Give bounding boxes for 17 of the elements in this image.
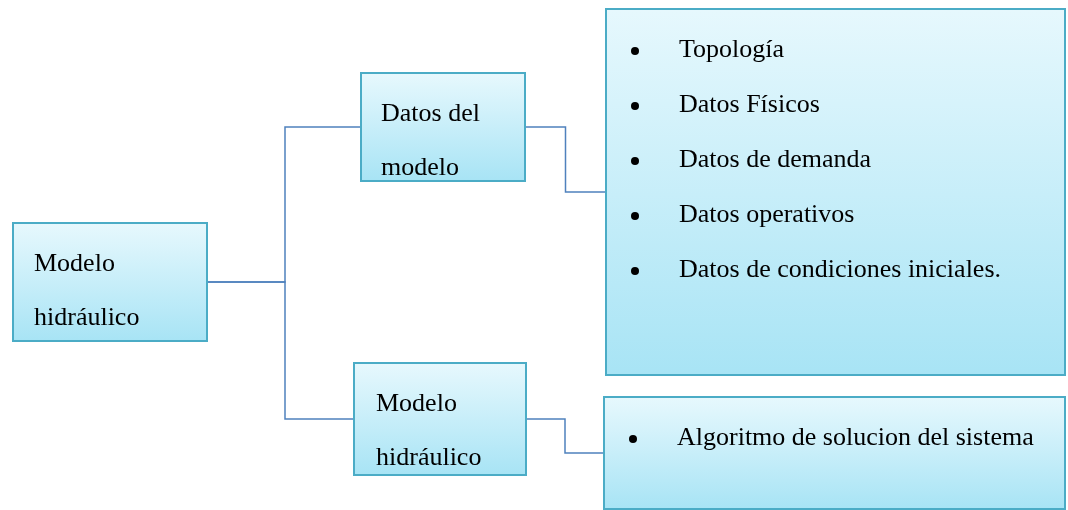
process-box: [12, 222, 208, 342]
list-box: [605, 8, 1066, 376]
list-item: Algoritmo de solucion del sistema: [677, 421, 1034, 453]
list-item: Datos de condiciones iniciales.: [679, 253, 1002, 285]
list-item: Datos operativos: [679, 198, 855, 230]
connector-line: [525, 126, 606, 193]
connector-line: [207, 281, 354, 420]
box-label: Modelo hidráulico: [34, 247, 141, 333]
process-box: [360, 72, 526, 182]
connector-line: [526, 418, 604, 454]
list-box: [603, 396, 1066, 510]
list-item: Topología: [679, 33, 785, 65]
list-item: Datos Físicos: [679, 88, 820, 120]
box-label: Modelo hidráulico: [376, 387, 483, 473]
process-box: [353, 362, 527, 476]
list-item: Datos de demanda: [679, 143, 872, 175]
box-label: Datos del modelo: [381, 97, 481, 183]
